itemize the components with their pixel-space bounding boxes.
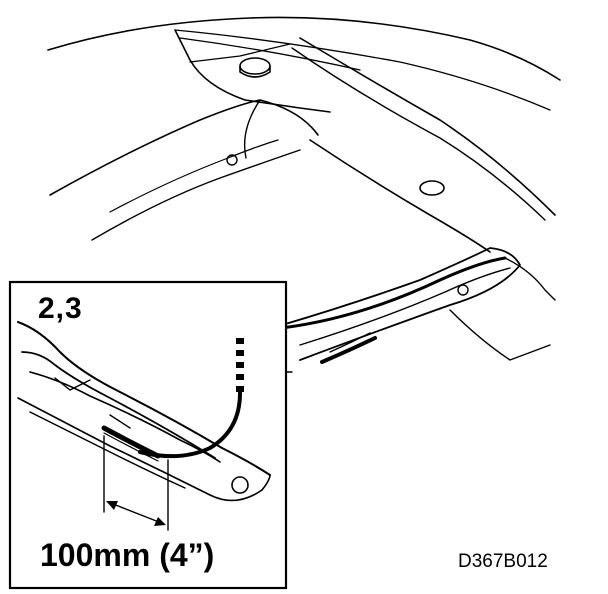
body-panel-edge-upper — [47, 16, 561, 81]
figure-code: D367B012 — [458, 551, 548, 572]
body-panel-edge-third — [179, 37, 361, 71]
frame-rail-lower-edge — [309, 139, 491, 253]
outrigger-lower-edge — [91, 149, 301, 241]
dimension-label: 100mm (4”) — [40, 537, 215, 573]
detail-inset — [8, 280, 288, 590]
dimension-arrowhead-left — [106, 501, 118, 510]
cross-member-top-inner — [189, 43, 291, 63]
dimension-arrow-line — [107, 501, 165, 525]
bolt-head-lower — [419, 180, 445, 196]
frame-rail-upper-edge — [299, 37, 556, 216]
inset-sill-inner-edge — [21, 351, 216, 459]
mounting-hole-left — [226, 154, 238, 166]
inset-mounting-hole — [231, 476, 249, 494]
mounting-hole-right — [457, 284, 469, 296]
dimension-arrowhead-right — [154, 517, 166, 526]
sill-bracket-outer — [281, 247, 521, 361]
underbody-structure — [47, 16, 561, 373]
inset-sill-lower-edge — [17, 397, 263, 502]
spray-nozzle-tube — [138, 391, 242, 459]
sill-bracket-sealant-bead — [320, 336, 377, 364]
sill-bracket-treated-seam — [280, 256, 507, 330]
bolt-head-upper — [239, 57, 271, 75]
inset-frame — [8, 280, 288, 590]
spray-nozzle-tip — [236, 338, 244, 392]
inset-sill-top-edge — [17, 321, 271, 476]
frame-rail-inner-edge — [291, 47, 546, 221]
body-panel-edge-second — [174, 29, 551, 111]
step-number-label: 2,3 — [38, 292, 83, 325]
outrigger-upper-edge — [49, 99, 319, 196]
